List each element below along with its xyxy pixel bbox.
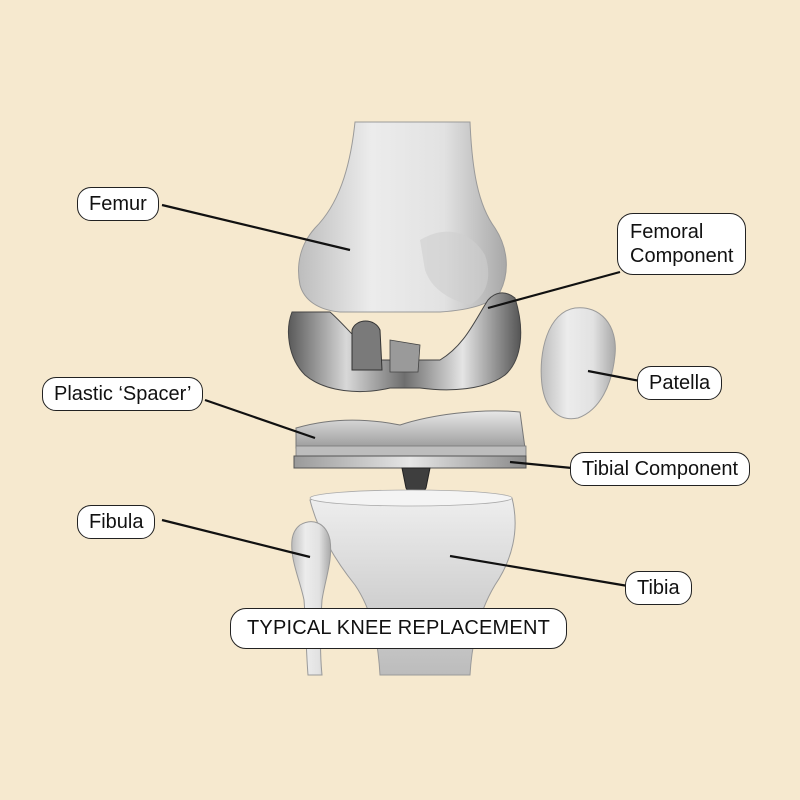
- patella-label: Patella: [637, 366, 723, 400]
- femoral-component-shape: [287, 292, 522, 392]
- tibia-label: Tibia: [625, 571, 692, 605]
- leader-fibula: [161, 518, 311, 559]
- leader-femur: [161, 203, 351, 252]
- plastic-spacer-base: [295, 445, 527, 457]
- leader-femoral-component: [487, 270, 621, 310]
- tibial-component-label: Tibial Component: [570, 452, 751, 486]
- leader-lines: [161, 203, 641, 588]
- leader-plastic-spacer: [204, 398, 316, 440]
- femoral-component-peg: [389, 339, 421, 373]
- patella-bone: [540, 307, 616, 420]
- femoral-component-box: [351, 320, 383, 371]
- leader-patella: [587, 369, 641, 383]
- fibula-label: Fibula: [77, 505, 156, 539]
- leader-tibia: [449, 554, 629, 588]
- diagram-title: TYPICAL KNEE REPLACEMENT: [230, 608, 568, 649]
- femoral-component-line1: Femoral: [630, 221, 704, 243]
- tibial-tray: [293, 455, 527, 469]
- leader-tibial-component: [509, 460, 573, 470]
- fibula-bone: [291, 521, 332, 676]
- tibia-top-surface: [309, 489, 513, 507]
- femoral-component-line2: Component: [630, 245, 734, 267]
- plastic-spacer-label: Plastic ‘Spacer’: [42, 377, 204, 411]
- femur-label: Femur: [77, 187, 159, 221]
- plastic-spacer-shape: [295, 410, 526, 449]
- femur-condyle-shade: [420, 231, 489, 305]
- femoral-component-label: Femoral Component: [617, 213, 747, 275]
